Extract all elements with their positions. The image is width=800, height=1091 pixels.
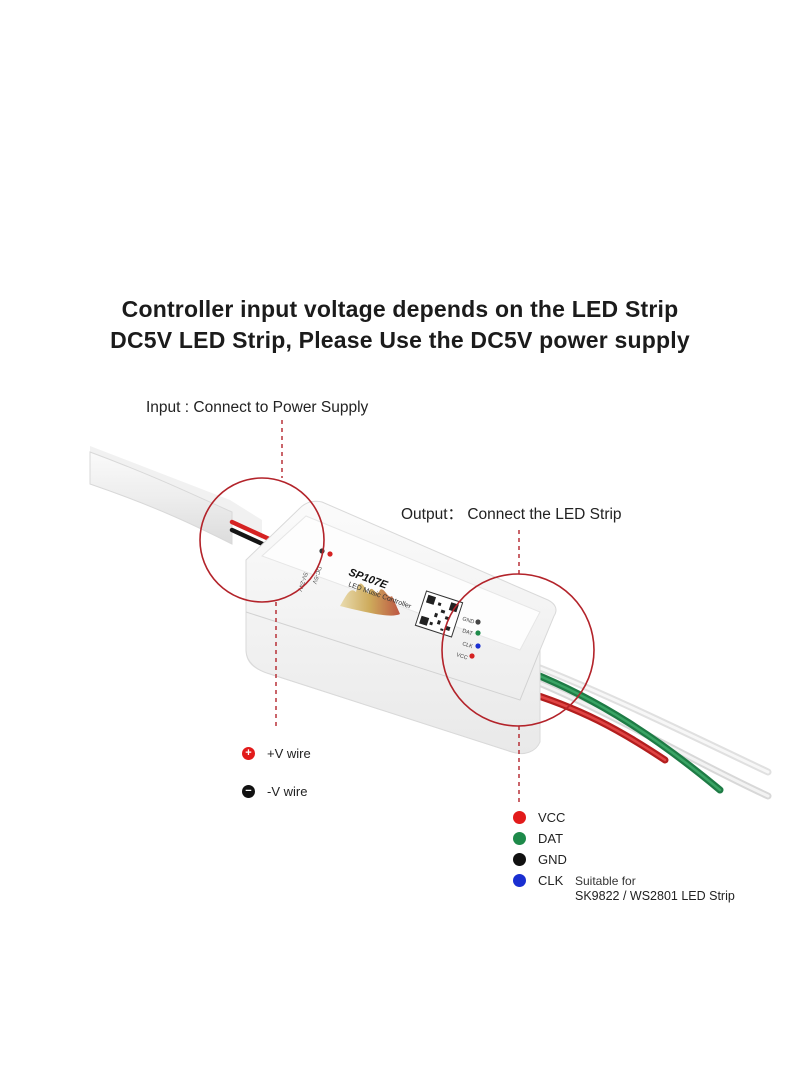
input-callout-circle bbox=[199, 477, 325, 603]
pin-label-vcc: VCC bbox=[455, 652, 468, 661]
compatibility-note: Suitable for SK9822 / WS2801 LED Strip bbox=[575, 874, 735, 904]
gnd-dot-icon bbox=[513, 853, 526, 866]
legend-vcc-label: VCC bbox=[538, 810, 566, 825]
pin-label-dat: DAT bbox=[461, 628, 474, 637]
input-dc-mark: DC-5V bbox=[311, 565, 322, 584]
compatibility-line-1: Suitable for bbox=[575, 874, 636, 888]
dat-dot-icon bbox=[513, 832, 526, 845]
legend-dat: DAT bbox=[513, 831, 563, 846]
legend-gnd-label: GND bbox=[538, 852, 567, 867]
compatibility-line-2: SK9822 / WS2801 LED Strip bbox=[575, 889, 735, 903]
legend-negative-wire: − -V wire bbox=[242, 784, 307, 799]
pin-label-gnd: GND bbox=[461, 616, 475, 625]
pin-label-clk: CLK bbox=[461, 641, 473, 650]
legend-clk: CLK bbox=[513, 873, 563, 888]
legend-negative-label: -V wire bbox=[267, 784, 308, 799]
qr-code-icon bbox=[414, 590, 464, 638]
legend-dat-label: DAT bbox=[538, 831, 564, 846]
legend-gnd: GND bbox=[513, 852, 567, 867]
input-label: Input : Connect to Power Supply bbox=[146, 399, 369, 416]
output-label: Output： Connect the LED Strip bbox=[401, 506, 622, 523]
input-cable bbox=[89, 446, 283, 555]
title-line-2: DC5V LED Strip, Please Use the DC5V powe… bbox=[110, 327, 690, 353]
output-wires bbox=[516, 664, 772, 800]
clk-dot-icon bbox=[513, 874, 526, 887]
output-callout-circle bbox=[441, 573, 595, 727]
legend-vcc: VCC bbox=[513, 810, 565, 825]
vcc-dot-icon bbox=[513, 811, 526, 824]
minus-icon: − bbox=[242, 785, 255, 798]
legend-clk-label: CLK bbox=[538, 873, 564, 888]
legend-positive-label: +V wire bbox=[267, 746, 311, 761]
plus-icon: + bbox=[242, 747, 255, 760]
title-line-1: Controller input voltage depends on the … bbox=[121, 296, 679, 322]
controller-body bbox=[245, 500, 557, 755]
input-voltage-mark: 5V-24V bbox=[296, 571, 308, 592]
legend-positive-wire: + +V wire bbox=[242, 746, 311, 761]
